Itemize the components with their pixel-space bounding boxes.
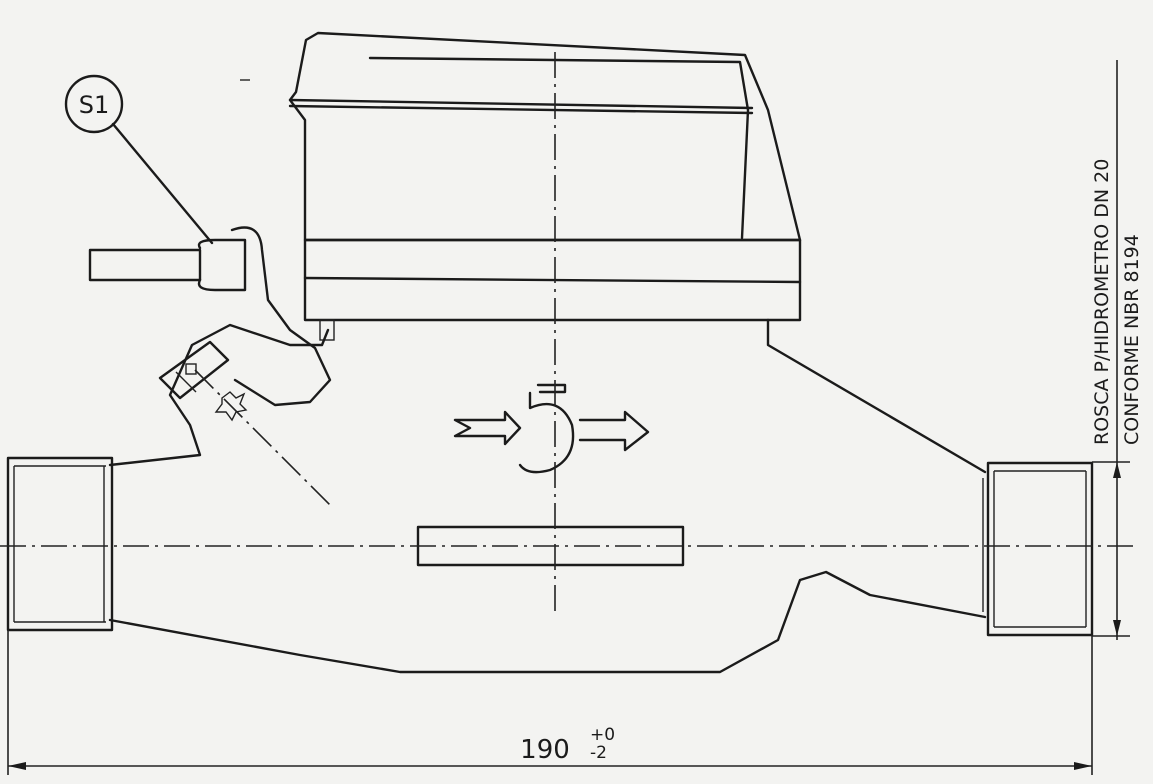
callout-s1: S1 [64,74,214,245]
inlet-thread [6,456,114,632]
meter-body [108,318,987,674]
cross-marker [214,391,248,422]
tolerance-lower: -2 [590,743,607,763]
seal-assembly [88,226,332,407]
callout-label: S1 [79,91,110,119]
thread-note: ROSCA P/HIDROMETRO DN 20 CONFORME NBR 81… [1091,159,1143,445]
length-value: 190 [520,735,570,765]
tolerance-upper: +0 [590,725,615,745]
thread-dimension [1092,60,1130,640]
note-line-1: ROSCA P/HIDROMETRO DN 20 [1091,159,1113,445]
flow-arrow-mark [453,383,650,474]
note-line-2: CONFORME NBR 8194 [1121,234,1143,445]
seal-center-line [194,369,331,506]
outlet-thread [986,461,1094,637]
meter-head [288,31,802,341]
length-dimension: 190 +0 -2 [7,630,1093,775]
